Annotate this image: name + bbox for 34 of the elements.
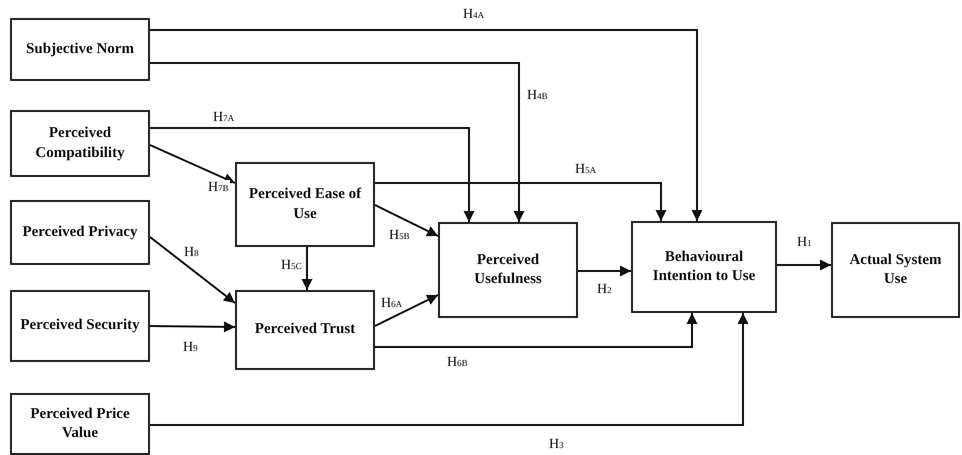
arrow <box>149 236 236 304</box>
construct-name: Perceived Compatibility <box>34 124 126 162</box>
arrow <box>578 266 631 276</box>
construct-box <box>10 393 150 455</box>
construct-name: Perceived Security <box>19 316 141 336</box>
arrow <box>150 127 474 222</box>
arrow <box>375 313 698 348</box>
construct-box <box>10 110 150 177</box>
arrow <box>302 247 312 290</box>
arrow <box>150 313 748 426</box>
construct-name: Behavioural Intention to Use <box>652 248 756 286</box>
arrow <box>374 294 438 327</box>
arrow <box>374 204 438 237</box>
construct-box <box>10 18 150 81</box>
construct-name: Perceived Privacy <box>21 222 139 242</box>
construct-box <box>831 222 960 318</box>
construct-box <box>631 221 777 313</box>
construct-box <box>235 162 375 247</box>
construct-box <box>438 222 578 318</box>
construct-box <box>10 200 150 265</box>
arrow <box>375 182 666 221</box>
construct-box <box>10 290 150 362</box>
construct-box <box>235 290 375 370</box>
arrow <box>150 144 236 184</box>
construct-name: Perceived Usefulness <box>473 250 543 289</box>
arrow <box>777 260 831 270</box>
arrow <box>150 321 236 332</box>
construct-name: Perceived Ease of Use <box>248 185 362 224</box>
construct-name: Perceived Trust <box>254 320 356 340</box>
construct-name: Perceived Price Value <box>29 404 131 443</box>
construct-name: Subjective Norm <box>25 40 135 59</box>
arrow <box>150 62 524 222</box>
construct-name: Actual System Use <box>848 250 943 289</box>
arrow <box>150 29 702 221</box>
